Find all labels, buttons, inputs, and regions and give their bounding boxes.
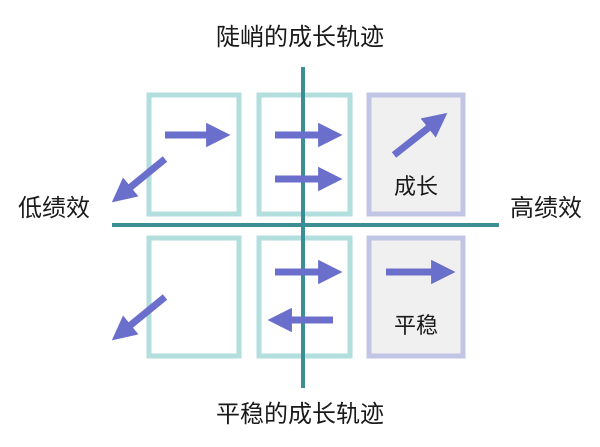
arrow-down-left-icon (111, 294, 168, 341)
box-high-stable (366, 235, 466, 359)
box-low-steep (146, 92, 242, 217)
box-label-growth: 成长 (393, 175, 439, 200)
label-low-performance: 低绩效 (18, 194, 90, 222)
box-label-stable: 平稳 (393, 314, 439, 339)
label-stable-growth: 平稳的成长轨迹 (216, 400, 384, 428)
label-steep-growth: 陡峭的成长轨迹 (216, 23, 384, 51)
arrow-down-left-icon (111, 156, 168, 203)
arrow-up-right-icon (391, 112, 448, 158)
label-high-performance: 高绩效 (510, 194, 582, 222)
